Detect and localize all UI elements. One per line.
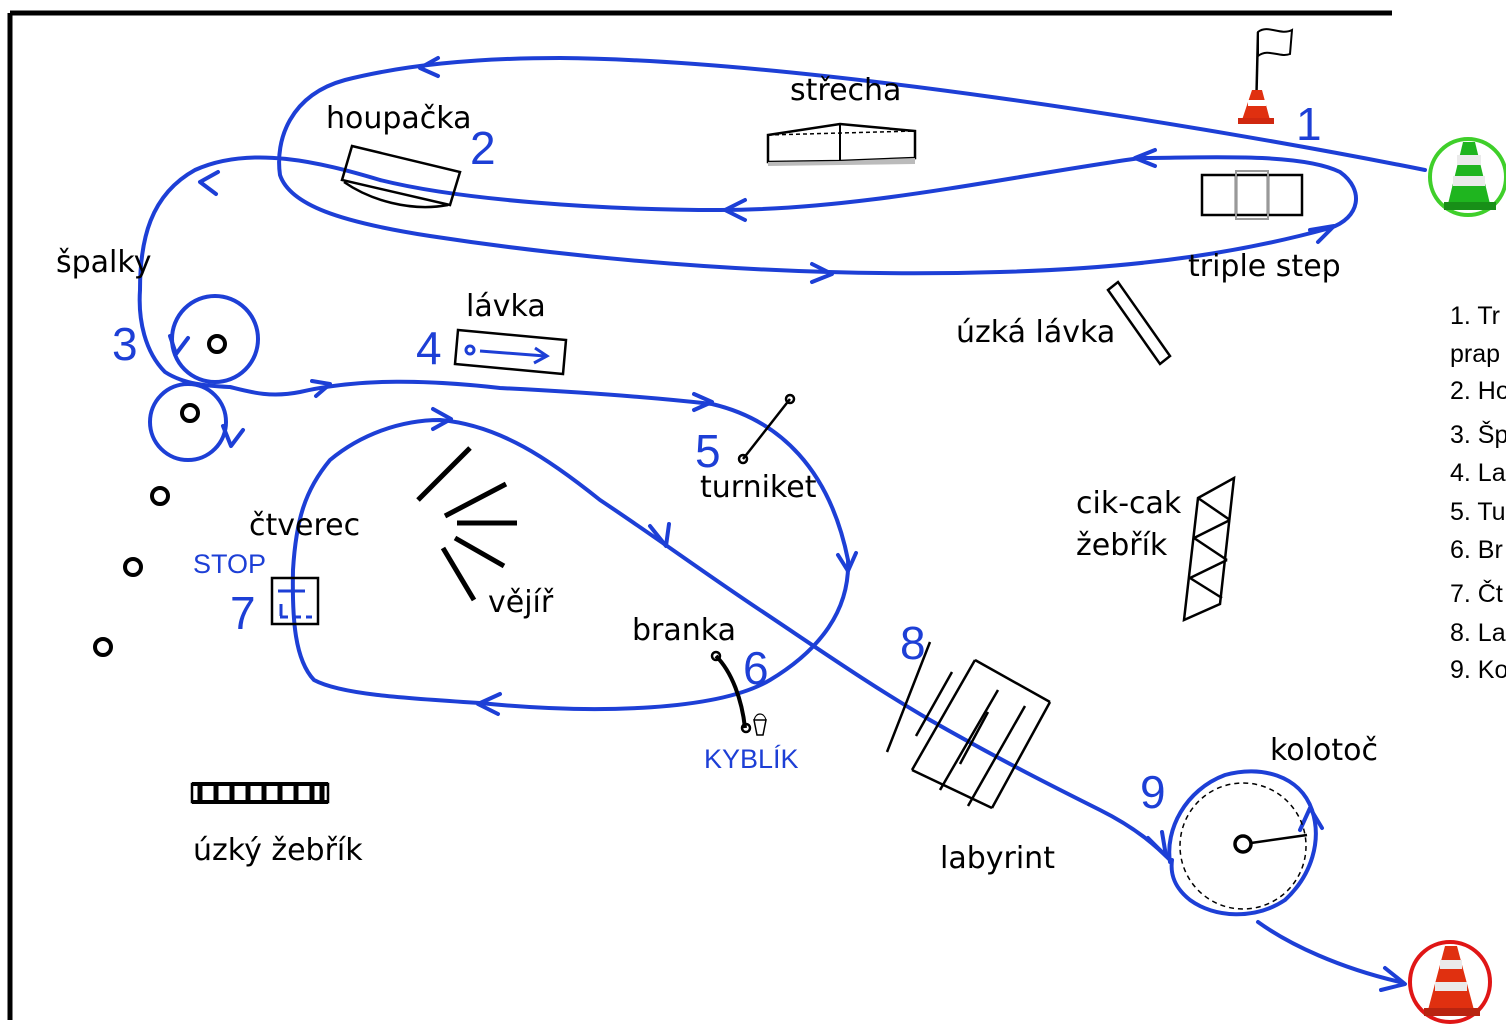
- legend-item: 9. Ko: [1450, 656, 1506, 684]
- route-arrows: [168, 56, 1407, 992]
- ctverec-obstacle: [270, 576, 320, 626]
- uzky-zebrik-obstacle: [190, 782, 330, 804]
- label-triple-step: triple step: [1188, 249, 1341, 284]
- lavka-obstacle: [453, 328, 568, 376]
- legend-list: 1. Tr prap 2. Ho 3. Šp 4. La 5. Tu 6. Br…: [1450, 302, 1506, 684]
- label-uzky-zebrik: úzký žebřík: [193, 833, 363, 868]
- label-vejir: vějíř: [488, 585, 554, 620]
- legend-item: 1. Tr: [1450, 302, 1500, 330]
- label-branka: branka: [632, 613, 736, 648]
- legend-item: 6. Br: [1450, 536, 1503, 564]
- flag-cone-icon: [1238, 28, 1294, 124]
- station-number-3: 3: [112, 318, 138, 370]
- bucket-icon: [753, 713, 767, 736]
- station-number-8: 8: [900, 617, 926, 669]
- field-border: [7, 10, 1392, 1020]
- station-number-1: 1: [1296, 98, 1322, 150]
- triple-step-obstacle: [1200, 170, 1304, 220]
- legend-item: 5. Tu: [1450, 498, 1506, 526]
- station-number-6: 6: [743, 642, 769, 694]
- vejir-obstacle: [416, 446, 517, 602]
- labyrint-obstacle: [885, 641, 1052, 810]
- uzka-lavka-obstacle: [1106, 280, 1172, 366]
- turniket-obstacle: [737, 393, 796, 465]
- label-stop: STOP: [193, 549, 266, 579]
- label-ctverec: čtverec: [249, 508, 360, 543]
- label-houpacka: houpačka: [326, 101, 472, 136]
- houpacka-obstacle: [340, 144, 462, 209]
- station-number-9: 9: [1140, 766, 1166, 818]
- label-turniket: turniket: [700, 470, 817, 505]
- station-number-2: 2: [470, 122, 496, 174]
- red-cone-icon: [1408, 940, 1492, 1024]
- label-lavka: lávka: [466, 289, 546, 324]
- station-number-4: 4: [416, 322, 442, 374]
- station-numbers: 1 2 3 4 5 6 7 8 9: [112, 98, 1322, 818]
- label-uzka-lavka: úzká lávka: [956, 315, 1115, 350]
- legend-item: prap: [1450, 340, 1500, 368]
- label-kyblik: KYBLÍK: [704, 744, 799, 774]
- label-spalky: špalky: [56, 245, 151, 280]
- obstacle-labels: houpačka střecha špalky lávka triple ste…: [56, 73, 1378, 876]
- green-cone-icon: [1428, 137, 1506, 217]
- label-kolotoc: kolotoč: [1270, 733, 1378, 768]
- spalky-blocks: [93, 334, 227, 657]
- legend-item: 3. Šp: [1450, 420, 1506, 449]
- label-cikcak-2: žebřík: [1076, 528, 1168, 563]
- station-number-5: 5: [695, 425, 721, 477]
- label-cikcak-1: cik-cak: [1076, 486, 1182, 521]
- branka-obstacle: [710, 650, 767, 736]
- legend-item: 4. La: [1450, 459, 1506, 487]
- legend-item: 7. Čt: [1450, 579, 1503, 608]
- label-strecha: střecha: [790, 73, 901, 108]
- legend-item: 8. La: [1450, 619, 1506, 647]
- station-number-7: 7: [230, 587, 256, 639]
- legend-item: 2. Ho: [1450, 377, 1506, 405]
- cikcak-zebrik-obstacle: [1182, 475, 1236, 623]
- strecha-obstacle: [766, 122, 917, 166]
- kolotoc-obstacle: [1179, 782, 1308, 910]
- label-labyrint: labyrint: [940, 841, 1055, 876]
